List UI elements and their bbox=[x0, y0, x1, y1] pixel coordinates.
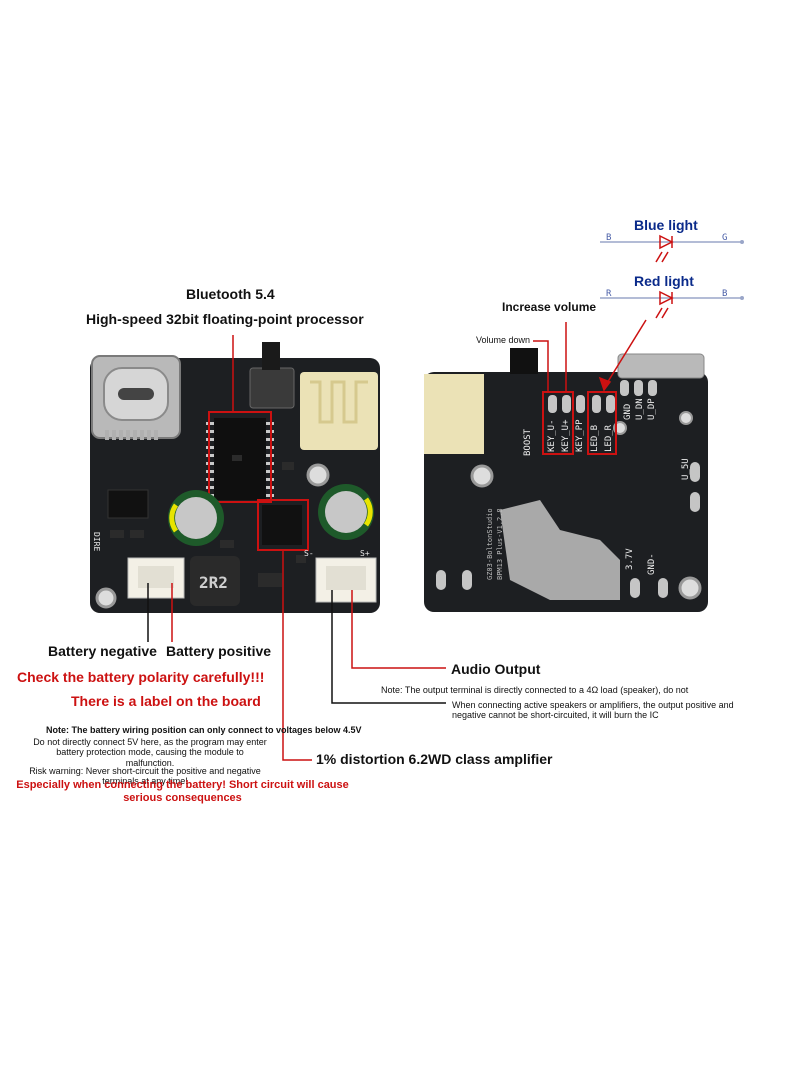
board-id: BPM13 Plus-V1.2.8 bbox=[496, 508, 504, 580]
risk-warning: Risk warning: Never short-circuit the po… bbox=[0, 766, 290, 787]
antenna-icon bbox=[300, 372, 378, 450]
pin-label: KEY_PP bbox=[575, 419, 585, 452]
gnd-label: GND- bbox=[647, 553, 657, 575]
note-5v-line: Do not directly connect 5V here, as the … bbox=[33, 737, 267, 747]
audio-output-label: Audio Output bbox=[451, 661, 541, 677]
bluetooth-label: Bluetooth 5.4 bbox=[186, 286, 275, 302]
processor-highlight bbox=[208, 411, 272, 503]
test-pads bbox=[436, 380, 700, 598]
led-diode-icon bbox=[600, 290, 744, 319]
mount-hole bbox=[470, 464, 494, 488]
back-usb bbox=[617, 353, 705, 379]
pin-label: KEY_U+ bbox=[561, 419, 571, 452]
capacitor-icon bbox=[318, 484, 374, 540]
ground-plane bbox=[500, 500, 620, 600]
pin-label: LED_B bbox=[590, 425, 600, 452]
front-leaders bbox=[147, 335, 446, 761]
led-node-label: R bbox=[606, 289, 612, 299]
short-circuit-warning: Especially when connecting the battery! … bbox=[10, 779, 355, 804]
board-text-s-minus: S- bbox=[304, 549, 314, 558]
battery-connector bbox=[127, 557, 185, 599]
amplifier-chip bbox=[262, 505, 302, 545]
back-leaders bbox=[533, 319, 647, 392]
led-pins-highlight bbox=[587, 391, 617, 455]
board-text-chip: 2R2 bbox=[199, 573, 228, 592]
tactile-button-icon bbox=[249, 342, 295, 409]
note-5v-line: battery protection mode, causing the mod… bbox=[56, 747, 244, 758]
active-note: When connecting active speakers or ampli… bbox=[452, 700, 734, 721]
back-button bbox=[510, 348, 538, 374]
back-pcb bbox=[424, 372, 708, 612]
speaker-connector bbox=[315, 557, 377, 603]
usb-pins bbox=[105, 430, 158, 440]
risk-line: terminals at any time! bbox=[102, 776, 188, 787]
led-node-label: B bbox=[722, 289, 727, 299]
volume-pins-highlight bbox=[542, 391, 574, 455]
short-line: serious consequences bbox=[123, 791, 242, 804]
back-antenna-pad bbox=[424, 374, 484, 454]
mount-hole bbox=[679, 411, 693, 425]
amplifier-label: 1% distortion 6.2WD class amplifier bbox=[316, 751, 553, 767]
pin-label: KEY_U- bbox=[547, 419, 557, 452]
smd-parts bbox=[110, 455, 306, 587]
battery-negative-label: Battery negative bbox=[48, 643, 157, 659]
battery-voltage-note: Note: The battery wiring position can on… bbox=[46, 725, 362, 735]
pin-label: U_DP bbox=[647, 398, 657, 420]
v37-label: 3.7V bbox=[625, 548, 635, 570]
led-diode-icon bbox=[600, 234, 744, 263]
mount-hole bbox=[95, 587, 117, 609]
board-text-s-plus: S+ bbox=[360, 549, 370, 558]
capacitor-icon bbox=[168, 490, 224, 546]
volume-down-label: Volume down bbox=[476, 335, 531, 345]
note-5v: Do not directly connect 5V here, as the … bbox=[0, 737, 300, 768]
board-id: GZ03-BoltonStudio bbox=[486, 508, 494, 580]
active-note-line: negative cannot be short-circuited, it w… bbox=[452, 710, 659, 721]
processor-label: High-speed 32bit floating-point processo… bbox=[86, 311, 364, 327]
risk-line: Risk warning: Never short-circuit the po… bbox=[29, 766, 261, 776]
board-label-note: There is a label on the board bbox=[71, 693, 261, 709]
small-ic bbox=[107, 489, 149, 519]
pin-label: U_DN bbox=[635, 398, 645, 420]
note-5v-line: malfunction. bbox=[125, 757, 175, 768]
short-line: Especially when connecting the battery! … bbox=[16, 779, 349, 791]
u5v-label: U_5U bbox=[681, 458, 691, 480]
mount-hole bbox=[306, 463, 330, 487]
board-text-dire: DIRE bbox=[92, 532, 101, 551]
active-note-line: When connecting active speakers or ampli… bbox=[452, 700, 734, 710]
output-note: Note: The output terminal is directly co… bbox=[381, 685, 689, 695]
boost-label: BOOST bbox=[523, 428, 533, 456]
pin-label: GND bbox=[623, 404, 633, 420]
led-node-label: B bbox=[606, 233, 611, 243]
inductor-icon bbox=[190, 556, 240, 606]
led-node-label: G bbox=[722, 233, 727, 243]
increase-volume-label: Increase volume bbox=[502, 300, 597, 314]
blue-light-label: Blue light bbox=[634, 217, 698, 233]
mount-hole bbox=[678, 576, 702, 600]
polarity-warning: Check the battery polarity carefully!!! bbox=[17, 669, 265, 685]
battery-positive-label: Battery positive bbox=[166, 643, 272, 659]
red-light-label: Red light bbox=[634, 273, 694, 289]
pin-label: LED_R bbox=[604, 424, 614, 452]
